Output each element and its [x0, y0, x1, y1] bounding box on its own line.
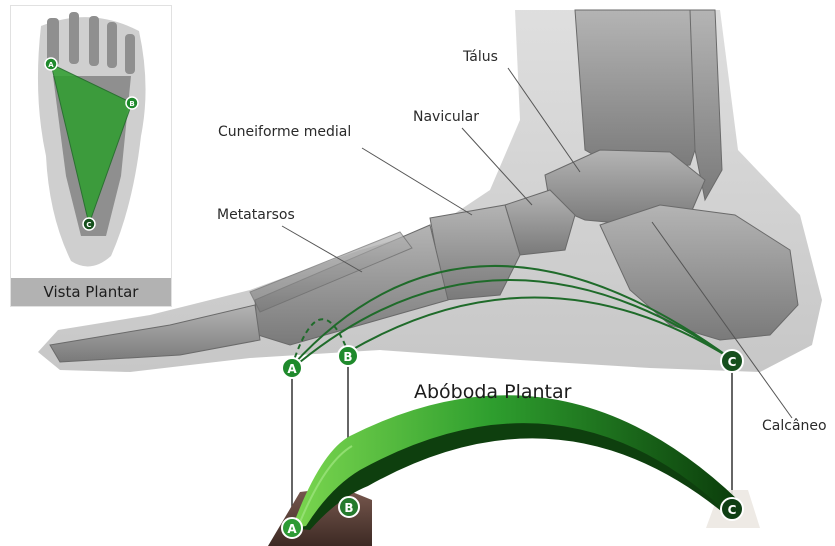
inset-point-a-label: A	[48, 61, 54, 69]
talus-label: Tálus	[463, 49, 498, 65]
inset-point-c-label: C	[86, 221, 91, 229]
point-c-upper: C	[721, 350, 743, 372]
inset-caption: Vista Plantar	[11, 278, 171, 306]
inset-point-c: C	[83, 218, 95, 230]
inset-point-a: A	[45, 58, 57, 70]
plantar-view-inset: A B C Vista Plantar	[10, 5, 172, 307]
navicular-label: Navicular	[413, 109, 479, 125]
arch-title: Abóboda Plantar	[414, 381, 571, 403]
plantar-view-figure: A B C	[11, 6, 171, 278]
inset-point-b: B	[126, 97, 138, 109]
point-b-upper-label: B	[343, 350, 352, 364]
inset-point-b-label: B	[129, 100, 134, 108]
tibia-bone	[575, 10, 705, 170]
point-a-lower-label: A	[287, 522, 297, 536]
point-a-lower: A	[282, 518, 302, 538]
point-c-upper-label: C	[728, 355, 737, 369]
point-b-upper: B	[338, 346, 358, 366]
point-c-lower-label: C	[728, 503, 737, 517]
metatarsos-label: Metatarsos	[217, 207, 295, 223]
cuneiforme-label: Cuneiforme medial	[218, 124, 351, 140]
point-a-upper-label: A	[287, 362, 297, 376]
point-b-lower: B	[339, 497, 359, 517]
cuneiforme-leader	[362, 148, 472, 215]
point-a-upper: A	[282, 358, 302, 378]
point-b-lower-label: B	[344, 501, 353, 515]
calcaneo-label: Calcâneo	[762, 418, 827, 434]
point-c-lower: C	[721, 498, 743, 520]
